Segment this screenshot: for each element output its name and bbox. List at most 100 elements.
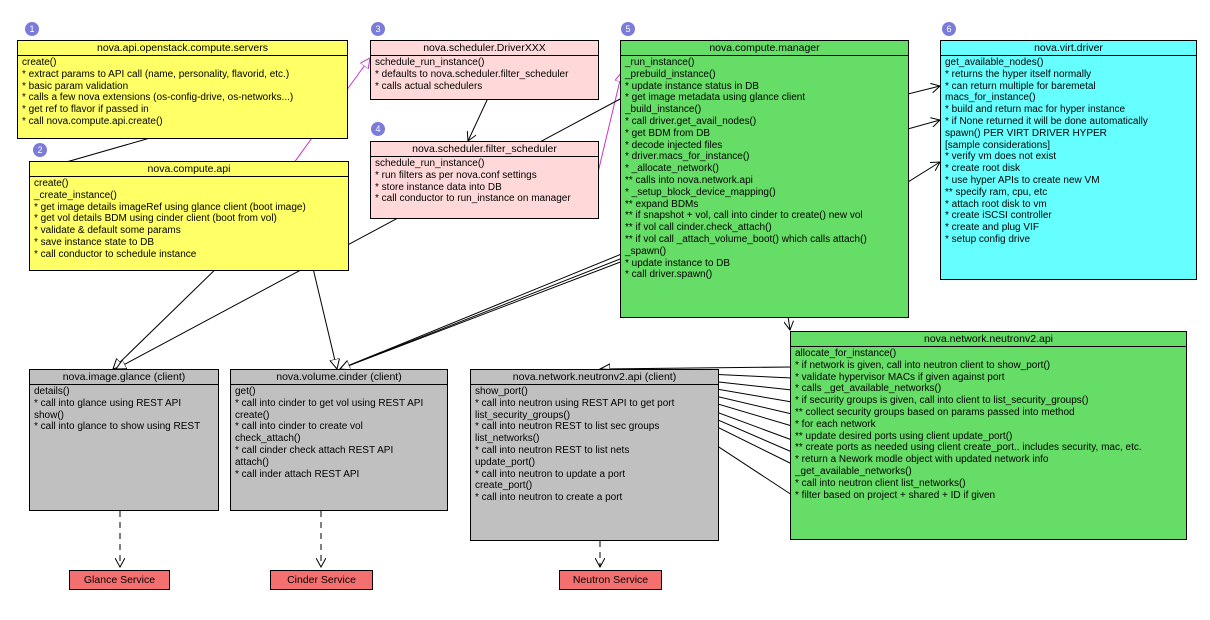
box-line: * call conductor to run_instance on mana… xyxy=(375,193,571,205)
filter-scheduler-title: nova.scheduler.filter_scheduler xyxy=(371,142,598,157)
box-line: * _allocate_network() xyxy=(625,163,719,175)
box-line: ** if vol call _attach_volume_boot() whi… xyxy=(625,233,867,245)
cinder-client-title: nova.volume.cinder (client) xyxy=(231,370,447,385)
scheduler-driver-title: nova.scheduler.DriverXXX xyxy=(371,41,598,56)
box-line: * setup config drive xyxy=(945,233,1031,245)
neutron-client-body: show_port()* call into neutron using RES… xyxy=(471,385,718,505)
box-line: * run filters as per nova.conf settings xyxy=(375,169,537,181)
neutronv2-api-box: nova.network.neutronv2.api allocate_for_… xyxy=(790,331,1187,540)
compute-manager-title: nova.compute.manager xyxy=(621,41,908,56)
box-line: * defaults to nova.scheduler.filter_sche… xyxy=(375,68,569,80)
step-badge-2: 2 xyxy=(33,143,47,157)
box-line: * filter based on project + shared + ID … xyxy=(795,489,996,501)
box-line: * decode injected files xyxy=(625,139,723,151)
scheduler-driver-box: nova.scheduler.DriverXXX schedule_run_in… xyxy=(370,40,599,100)
box-line: allocate_for_instance() xyxy=(795,348,897,359)
box-line: ** specify ram, cpu, etc xyxy=(945,186,1048,198)
box-line: [sample considerations] xyxy=(945,139,1051,151)
box-line: check_attach() xyxy=(235,433,301,445)
box-line: macs_for_instance() xyxy=(945,92,1036,104)
box-line: * call into glance to show using REST xyxy=(34,421,201,433)
neutronv2-api-title: nova.network.neutronv2.api xyxy=(791,332,1186,347)
box-line: * validate & default some params xyxy=(34,225,181,237)
servers-title: nova.api.openstack.compute.servers xyxy=(18,41,347,56)
box-line: * call conductor to schedule instance xyxy=(34,248,197,260)
box-line: * get BDM from DB xyxy=(625,127,711,139)
compute-api-body: create()_create_instance()* get image de… xyxy=(30,177,348,262)
virt-driver-title: nova.virt.driver xyxy=(941,41,1196,56)
box-line: schedule_run_instance() xyxy=(375,158,485,169)
compute-manager-box: nova.compute.manager _run_instance()_pre… xyxy=(620,40,909,318)
box-line: * call driver.spawn() xyxy=(625,269,713,281)
box-line: details() xyxy=(34,386,70,397)
box-line: _get_available_networks() xyxy=(795,465,912,477)
edge-manager-to-cinder-3 xyxy=(340,252,625,369)
compute-api-title: nova.compute.api xyxy=(30,162,348,177)
box-line: * verify vm does not exist xyxy=(945,151,1057,163)
box-line: get_available_nodes() xyxy=(945,57,1044,68)
edge-neutronv2-to-client-1 xyxy=(600,367,793,369)
glance-service-box: Glance Service xyxy=(69,570,170,590)
box-line: * _setup_block_device_mapping() xyxy=(625,186,776,198)
step-badge-3: 3 xyxy=(371,22,385,36)
box-line: * get vol details BDM using cinder clien… xyxy=(34,213,277,225)
box-line: * if network is given, call into neutron… xyxy=(795,359,1051,371)
box-line: _build_instance() xyxy=(625,104,702,116)
filter-scheduler-body: schedule_run_instance()* run filters as … xyxy=(371,157,598,206)
box-line: list_networks() xyxy=(475,433,540,445)
box-line: ** update desired ports using client upd… xyxy=(795,430,1013,442)
box-line: * call into cinder to create vol xyxy=(235,421,363,433)
box-line: spawn() PER VIRT DRIVER HYPER xyxy=(945,127,1107,139)
box-line: * create root disk xyxy=(945,163,1021,175)
box-line: * for each network xyxy=(795,418,876,430)
box-line: update_port() xyxy=(475,456,536,468)
box-line: * update instance status in DB xyxy=(625,80,759,92)
box-line: create_port() xyxy=(475,480,533,492)
glance-client-body: details()* call into glance using REST A… xyxy=(30,385,218,434)
box-line: * call into neutron to update a port xyxy=(475,468,626,480)
neutron-service-box: Neutron Service xyxy=(559,570,662,590)
box-line: * can return multiple for baremetal xyxy=(945,80,1096,92)
box-line: * driver.macs_for_instance() xyxy=(625,151,750,163)
box-line: create() xyxy=(34,178,69,189)
box-line: list_security_groups() xyxy=(475,409,571,421)
step-badge-5: 5 xyxy=(621,22,635,36)
box-line: * if security groups is given, call into… xyxy=(795,395,1089,407)
box-line: * get image metadata using glance client xyxy=(625,92,806,104)
compute-api-box: nova.compute.api create()_create_instanc… xyxy=(29,161,349,271)
box-line: * build and return mac for hyper instanc… xyxy=(945,104,1126,116)
box-line: show() xyxy=(34,409,65,421)
box-line: show_port() xyxy=(475,386,528,397)
box-line: ** expand BDMs xyxy=(625,198,699,210)
box-line: * returns the hyper itself normally xyxy=(945,68,1092,80)
box-line: * call into cinder to get vol using REST… xyxy=(235,397,424,409)
compute-manager-body: _run_instance()_prebuild_instance()* upd… xyxy=(621,56,908,282)
scheduler-driver-body: schedule_run_instance()* defaults to nov… xyxy=(371,56,598,93)
box-line: create() xyxy=(235,409,270,421)
box-line: _spawn() xyxy=(625,245,667,257)
box-line: * call into neutron to create a port xyxy=(475,492,623,504)
box-line: * call cinder check attach REST API xyxy=(235,444,394,456)
box-line: ** calls into nova.network.api xyxy=(625,174,753,186)
box-line: _prebuild_instance() xyxy=(625,68,716,80)
box-line: * call into neutron REST to list sec gro… xyxy=(475,421,660,433)
box-line: * call inder attach REST API xyxy=(235,468,360,480)
servers-body: create()* extract params to API call (na… xyxy=(18,56,347,129)
glance-client-box: nova.image.glance (client) details()* ca… xyxy=(29,369,219,511)
box-line: _run_instance() xyxy=(625,57,695,68)
box-line: schedule_run_instance() xyxy=(375,57,485,68)
box-line: get() xyxy=(235,386,256,397)
box-line: * calls actual schedulers xyxy=(375,80,483,92)
box-line: * call driver.get_avail_nodes() xyxy=(625,115,757,127)
box-line: * basic param validation xyxy=(22,80,129,92)
edge-compute-api-to-cinder xyxy=(311,263,337,369)
box-line: ** if snapshot + vol, call into cinder t… xyxy=(625,210,863,222)
neutronv2-api-body: allocate_for_instance()* if network is g… xyxy=(791,347,1186,502)
servers-box: nova.api.openstack.compute.servers creat… xyxy=(17,40,348,139)
box-line: * use hyper APIs to create new VM xyxy=(945,174,1100,186)
box-line: * attach root disk to vm xyxy=(945,198,1047,210)
box-line: * get image details imageRef using glanc… xyxy=(34,201,306,213)
virt-driver-box: nova.virt.driver get_available_nodes()* … xyxy=(940,40,1197,280)
box-line: * call into glance using REST API xyxy=(34,397,182,409)
cinder-service-box: Cinder Service xyxy=(270,570,373,590)
